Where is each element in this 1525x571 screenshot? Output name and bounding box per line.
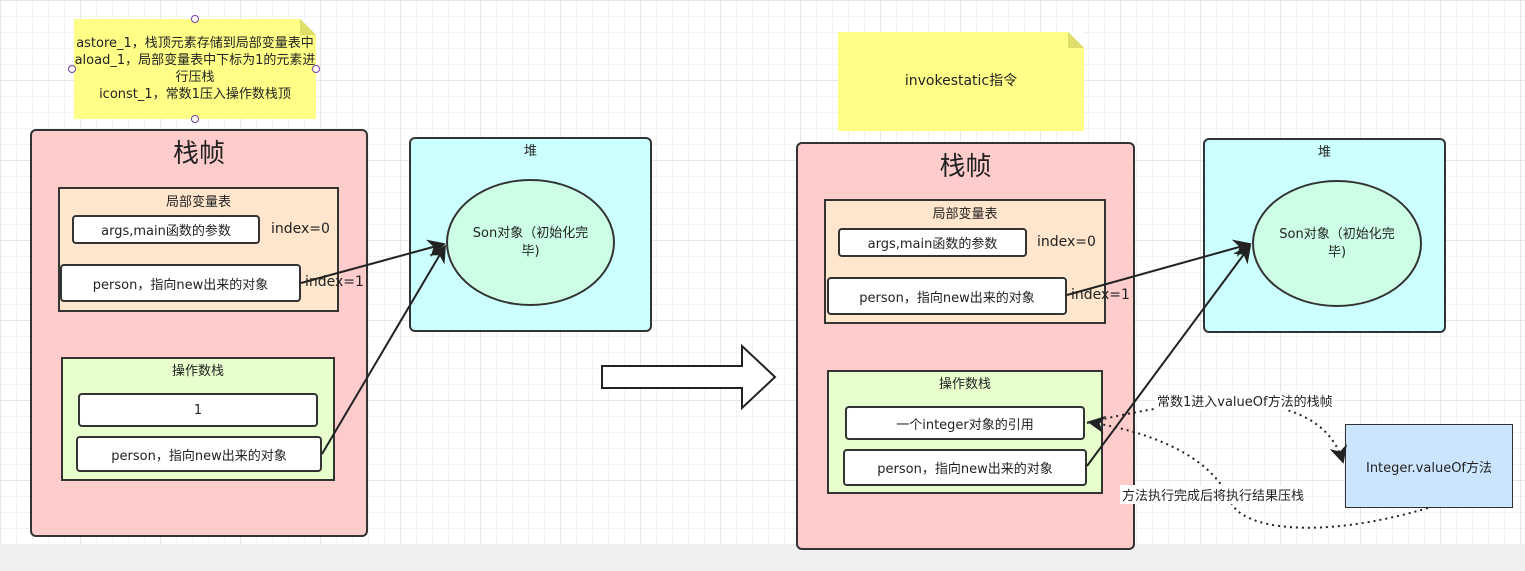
right-heap-title: 堆 [1317, 145, 1331, 160]
right-son-object[interactable]: Son对象（初始化完毕) [1252, 180, 1422, 307]
right-op-bottom[interactable]: person，指向new出来的对象 [843, 449, 1087, 486]
right-op-top-label: 一个integer对象的引用 [896, 417, 1034, 433]
left-stack-reference-arrow [321, 244, 446, 455]
left-args-label: args,main函数的参数 [101, 224, 231, 239]
return-result-dotted-edge [1087, 415, 1429, 529]
left-frame-title: 栈帧 [172, 139, 225, 169]
note-left-text: astore_1，栈顶元素存储到局部变量表中 aload_1，局部变量表中下标为… [74, 36, 316, 102]
right-stack-reference-arrow [1086, 244, 1252, 467]
enter-valueof-dotted-edge [1086, 401, 1347, 464]
left-ops-title: 操作数栈 [171, 364, 224, 379]
right-op-top[interactable]: 一个integer对象的引用 [845, 406, 1085, 440]
left-args-index: index=0 [271, 221, 330, 237]
right-lvt-reference-arrow [1066, 239, 1252, 296]
note-right[interactable]: invokestatic指令 [838, 32, 1084, 131]
right-son-label: Son对象（初始化完毕) [1279, 226, 1395, 260]
note-fold [300, 19, 316, 35]
method-box-label: Integer.valueOf方法 [1365, 460, 1493, 476]
left-son-object[interactable]: Son对象（初始化完毕) [446, 179, 615, 306]
left-op-top[interactable]: 1 [78, 393, 318, 427]
left-person-label: person，指向new出来的对象 [92, 277, 269, 293]
resize-handle-left[interactable] [68, 65, 76, 73]
integer-valueof-method-box[interactable]: Integer.valueOf方法 [1345, 424, 1513, 508]
right-args-index: index=0 [1037, 234, 1096, 250]
right-op-bottom-label: person，指向new出来的对象 [877, 462, 1053, 477]
left-son-label: Son对象（初始化完毕) [472, 225, 589, 259]
left-heap-title: 堆 [523, 144, 537, 159]
edge-label-return-result: 方法执行完成后将执行结果压栈 [1120, 485, 1307, 504]
left-args-cell[interactable]: args,main函数的参数 [72, 215, 260, 244]
resize-handle-bottom[interactable] [191, 115, 199, 123]
note-right-text: invokestatic指令 [904, 73, 1018, 89]
right-person-index: index=1 [1071, 287, 1130, 303]
canvas-footer-strip [0, 545, 1525, 571]
resize-handle-top[interactable] [191, 15, 199, 23]
left-op-top-label: 1 [193, 402, 203, 418]
right-person-label: person，指向new出来的对象 [859, 290, 1035, 306]
right-frame-title: 栈帧 [939, 152, 992, 182]
right-args-label: args,main函数的参数 [867, 237, 998, 252]
right-lvt-title: 局部变量表 [932, 207, 998, 222]
hollow-right-arrow-icon [601, 343, 777, 411]
left-lvt-title: 局部变量表 [165, 195, 231, 210]
right-ops-title: 操作数栈 [938, 377, 991, 392]
resize-handle-right[interactable] [312, 65, 320, 73]
note-fold [1068, 32, 1084, 48]
right-args-cell[interactable]: args,main函数的参数 [838, 228, 1027, 257]
left-lvt-reference-arrow [300, 239, 446, 284]
left-op-bottom[interactable]: person，指向new出来的对象 [76, 436, 322, 472]
edge-label-enter-valueof: 常数1进入valueOf方法的栈帧 [1155, 391, 1335, 410]
left-person-cell[interactable]: person，指向new出来的对象 [60, 264, 301, 302]
right-person-cell[interactable]: person，指向new出来的对象 [827, 277, 1067, 315]
note-left[interactable]: astore_1，栈顶元素存储到局部变量表中 aload_1，局部变量表中下标为… [74, 19, 316, 119]
left-op-bottom-label: person，指向new出来的对象 [111, 448, 287, 464]
